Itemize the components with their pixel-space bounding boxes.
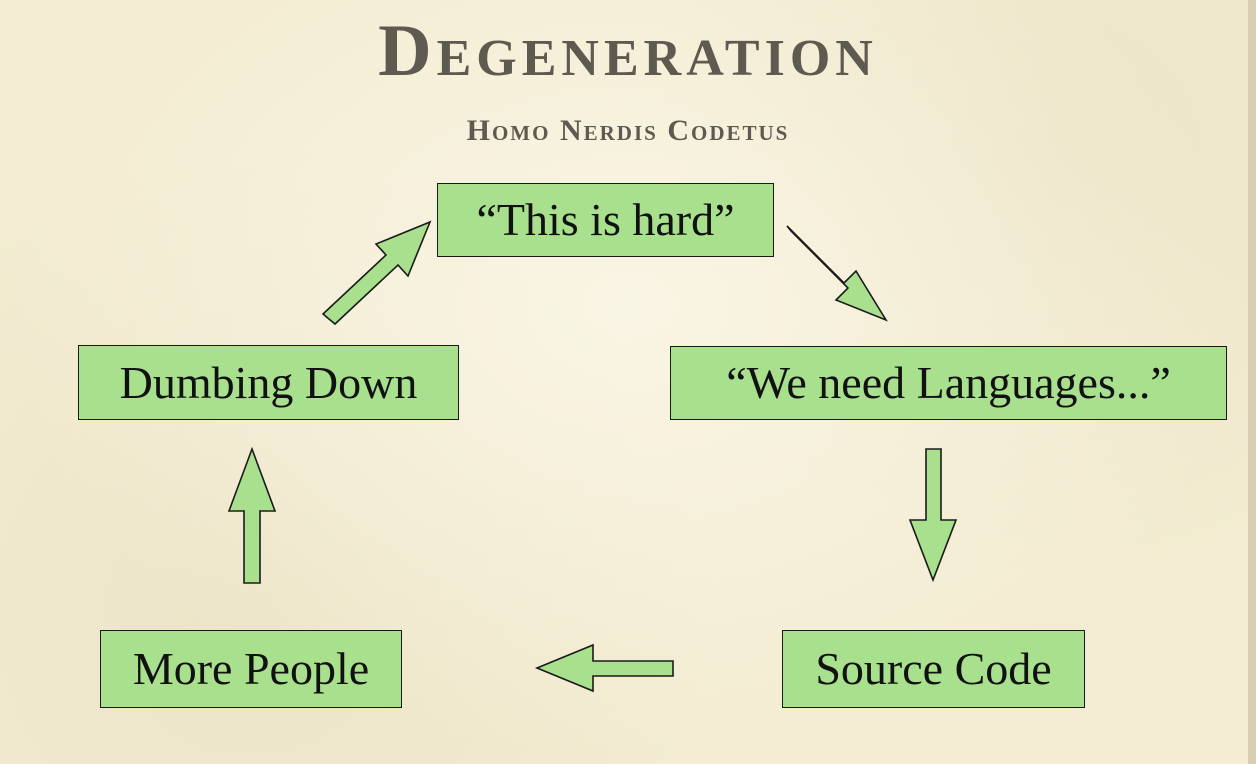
arrow-up-right (321, 220, 432, 326)
arrow-down-right (786, 225, 888, 322)
node-dumbing-down: Dumbing Down (78, 345, 459, 420)
arrow-down (908, 448, 958, 583)
slide-subtitle: Homo Nerdis Codetus (466, 114, 790, 147)
node-this-is-hard: “This is hard” (437, 183, 774, 257)
slide-edge-bar (1248, 0, 1256, 764)
node-we-need-languages: “We need Languages...” (670, 346, 1227, 420)
arrow-left (534, 643, 674, 693)
arrow-up (227, 446, 277, 584)
slide-title: Degeneration (378, 10, 878, 92)
node-source-code: Source Code (782, 630, 1085, 708)
node-more-people: More People (100, 630, 402, 708)
